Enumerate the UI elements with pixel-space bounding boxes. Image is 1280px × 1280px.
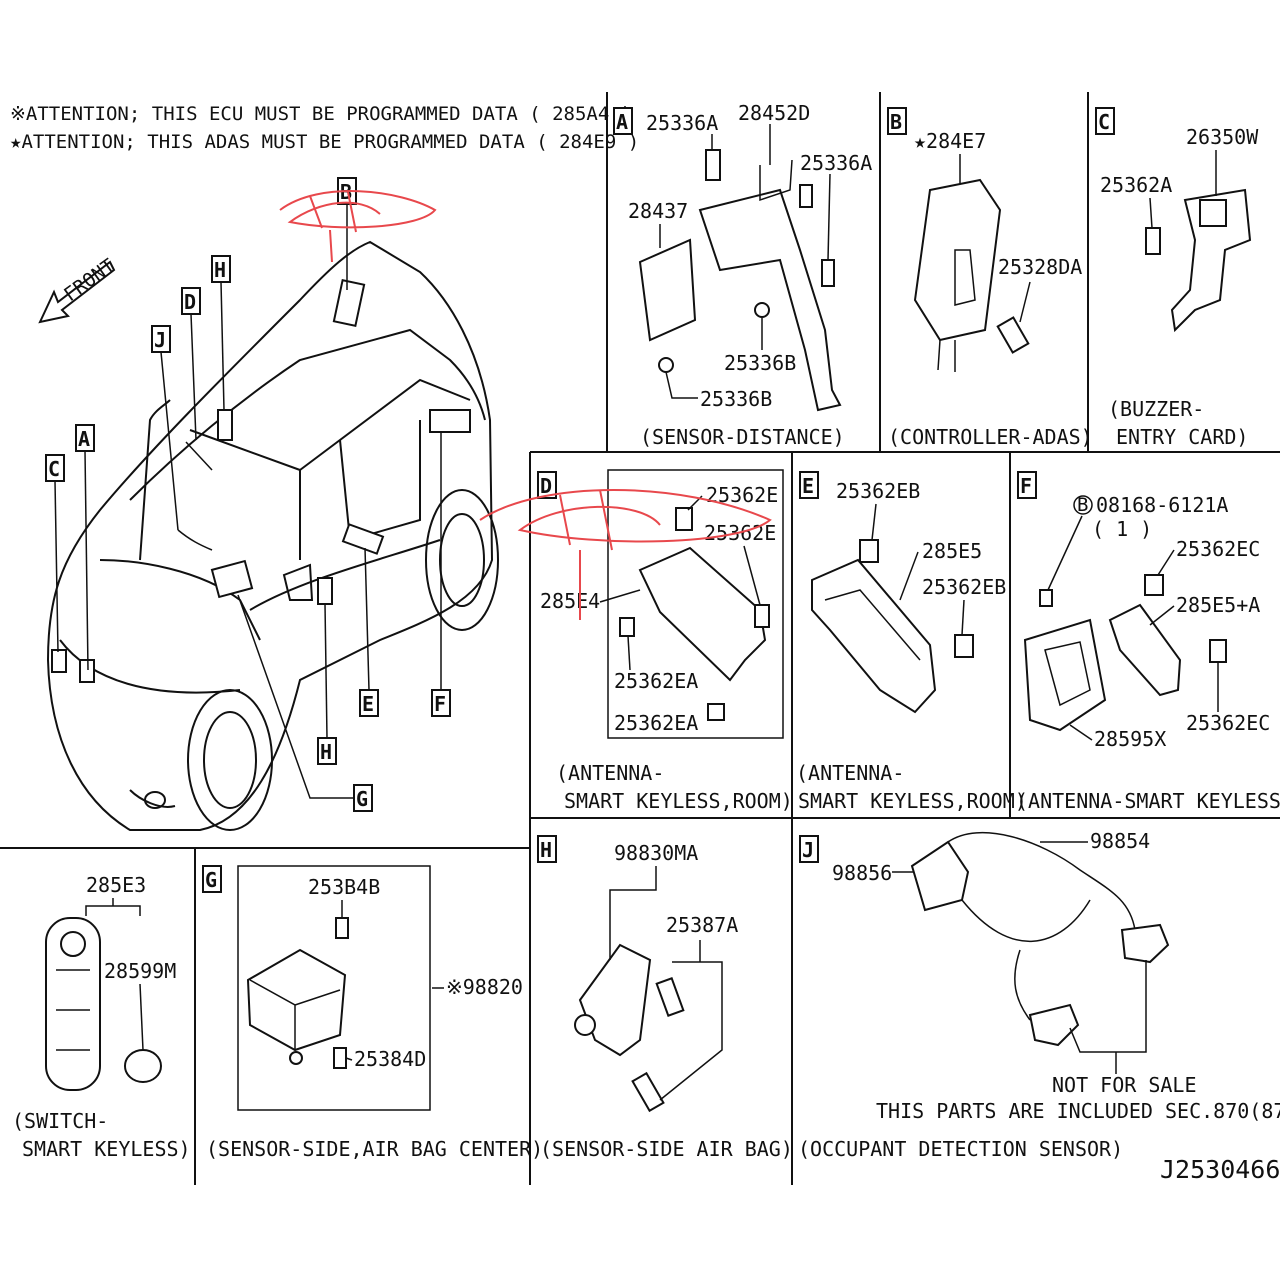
front-label: FRONT bbox=[60, 255, 119, 306]
part-25336a-right: 25336A bbox=[800, 151, 872, 175]
callout-e: E bbox=[362, 692, 374, 716]
panel-f: F B 08168-6121A ( 1 ) 25362EC 285E5+A 28… bbox=[1016, 471, 1280, 813]
part-25362e-top: 25362E bbox=[706, 483, 778, 507]
panel-j-caption: (OCCUPANT DETECTION SENSOR) bbox=[798, 1137, 1123, 1161]
part-28595x: 28595X bbox=[1094, 727, 1166, 751]
panel-e-letter: E bbox=[802, 474, 814, 498]
part-285e5: 285E5 bbox=[922, 539, 982, 563]
panel-g: G 253B4B ※98820 25384D (SENSOR-SIDE,AIR … bbox=[202, 865, 543, 1161]
part-284e7: ★284E7 bbox=[914, 129, 986, 153]
part-25362ea-up: 25362EA bbox=[614, 669, 698, 693]
part-98854: 98854 bbox=[1090, 829, 1150, 853]
panel-grid bbox=[0, 92, 1280, 1185]
panel-h-letter: H bbox=[540, 838, 552, 862]
panel-b-letter: B bbox=[890, 110, 902, 134]
callout-a: A bbox=[78, 427, 90, 451]
attention-ecu: ※ATTENTION; THIS ECU MUST BE PROGRAMMED … bbox=[10, 103, 632, 125]
part-98820: ※98820 bbox=[446, 975, 523, 999]
panel-j-letter: J bbox=[802, 838, 814, 862]
part-25362ec-low: 25362EC bbox=[1186, 711, 1270, 735]
panel-c-caption-2: ENTRY CARD) bbox=[1116, 425, 1248, 449]
panel-d-caption-1: (ANTENNA- bbox=[556, 761, 664, 785]
part-25362eb-right: 25362EB bbox=[922, 575, 1006, 599]
part-25362ea-low: 25362EA bbox=[614, 711, 698, 735]
part-28599m: 28599M bbox=[104, 959, 176, 983]
panel-g-letter: G bbox=[205, 868, 217, 892]
panel-j: J 98854 98856 NOT FOR SALE THIS PARTS AR… bbox=[798, 829, 1280, 1161]
panel-e-caption-1: (ANTENNA- bbox=[796, 761, 904, 785]
callout-c: C bbox=[48, 457, 60, 481]
attention-adas: ★ATTENTION; THIS ADAS MUST BE PROGRAMMED… bbox=[10, 131, 639, 153]
panel-f-letter: F bbox=[1020, 474, 1032, 498]
part-qty-1: ( 1 ) bbox=[1092, 517, 1152, 541]
bolt-symbol-icon bbox=[1073, 495, 1093, 515]
part-25336b-mid: 25336B bbox=[724, 351, 796, 375]
part-285e5a: 285E5+A bbox=[1176, 593, 1260, 617]
panel-c: C 26350W 25362A (BUZZER- ENTRY CARD) bbox=[1095, 107, 1259, 449]
drawing-code: J2530466 bbox=[1160, 1155, 1280, 1184]
panel-b: B ★284E7 25328DA (CONTROLLER-ADAS) bbox=[887, 107, 1093, 449]
vehicle-overview: FRONT A B bbox=[38, 177, 499, 831]
part-25362ec-top: 25362EC bbox=[1176, 537, 1260, 561]
callout-j: J bbox=[154, 328, 166, 352]
panel-e: E 25362EB 285E5 25362EB (ANTENNA- SMART … bbox=[796, 471, 1027, 813]
note-included: THIS PARTS ARE INCLUDED SEC.870(87301) bbox=[876, 1099, 1280, 1123]
panel-a: A 25336A 28452D 25336A 28437 25336B 2533… bbox=[613, 101, 872, 449]
vehicle-callouts: A B C D E F G H H bbox=[45, 177, 451, 812]
panel-c-letter: C bbox=[1098, 110, 1110, 134]
bolt-symbol: B bbox=[1077, 494, 1088, 516]
part-25336b-low: 25336B bbox=[700, 387, 772, 411]
panel-switch-caption-2: SMART KEYLESS) bbox=[22, 1137, 191, 1161]
callout-h-roof: H bbox=[214, 258, 226, 282]
part-25362eb-top: 25362EB bbox=[836, 479, 920, 503]
watermark-signature bbox=[279, 190, 772, 620]
panel-c-caption-1: (BUZZER- bbox=[1108, 397, 1204, 421]
panel-g-caption: (SENSOR-SIDE,AIR BAG CENTER) bbox=[206, 1137, 543, 1161]
panel-switch-caption-1: (SWITCH- bbox=[12, 1109, 108, 1133]
part-285e4: 285E4 bbox=[540, 589, 600, 613]
panel-a-caption: (SENSOR-DISTANCE) bbox=[640, 425, 845, 449]
part-26350w: 26350W bbox=[1186, 125, 1259, 149]
part-25362a: 25362A bbox=[1100, 173, 1172, 197]
panel-e-caption-2: SMART KEYLESS,ROOM) bbox=[798, 789, 1027, 813]
part-08168-6121a: 08168-6121A bbox=[1096, 493, 1228, 517]
panel-d-letter: D bbox=[540, 474, 552, 498]
part-98830ma: 98830MA bbox=[614, 841, 698, 865]
part-25336a-top: 25336A bbox=[646, 111, 718, 135]
part-285e3: 285E3 bbox=[86, 873, 146, 897]
panel-h-caption: (SENSOR-SIDE AIR BAG) bbox=[540, 1137, 793, 1161]
panel-a-letter: A bbox=[616, 110, 628, 134]
part-25328da: 25328DA bbox=[998, 255, 1082, 279]
callout-d: D bbox=[184, 290, 196, 314]
panel-d-caption-2: SMART KEYLESS,ROOM) bbox=[564, 789, 793, 813]
panel-f-caption: (ANTENNA-SMART KEYLESS) bbox=[1016, 789, 1280, 813]
callout-f: F bbox=[434, 692, 446, 716]
front-arrow-icon bbox=[38, 260, 116, 324]
part-28437: 28437 bbox=[628, 199, 688, 223]
callout-h-door: H bbox=[320, 740, 332, 764]
part-253b4b: 253B4B bbox=[308, 875, 380, 899]
panel-b-caption: (CONTROLLER-ADAS) bbox=[888, 425, 1093, 449]
part-98856: 98856 bbox=[832, 861, 892, 885]
part-25387a: 25387A bbox=[666, 913, 738, 937]
note-not-for-sale: NOT FOR SALE bbox=[1052, 1073, 1197, 1097]
part-25384d: 25384D bbox=[354, 1047, 426, 1071]
callout-g: G bbox=[356, 787, 368, 811]
panel-d: D 25362E 25362E 285E4 25362EA 25362EA (A… bbox=[537, 469, 793, 813]
part-28452d: 28452D bbox=[738, 101, 810, 125]
panel-h: H 98830MA 25387A (SENSOR-SIDE AIR BAG) bbox=[537, 835, 793, 1161]
panel-switch: 285E3 28599M (SWITCH- SMART KEYLESS) bbox=[12, 873, 191, 1161]
